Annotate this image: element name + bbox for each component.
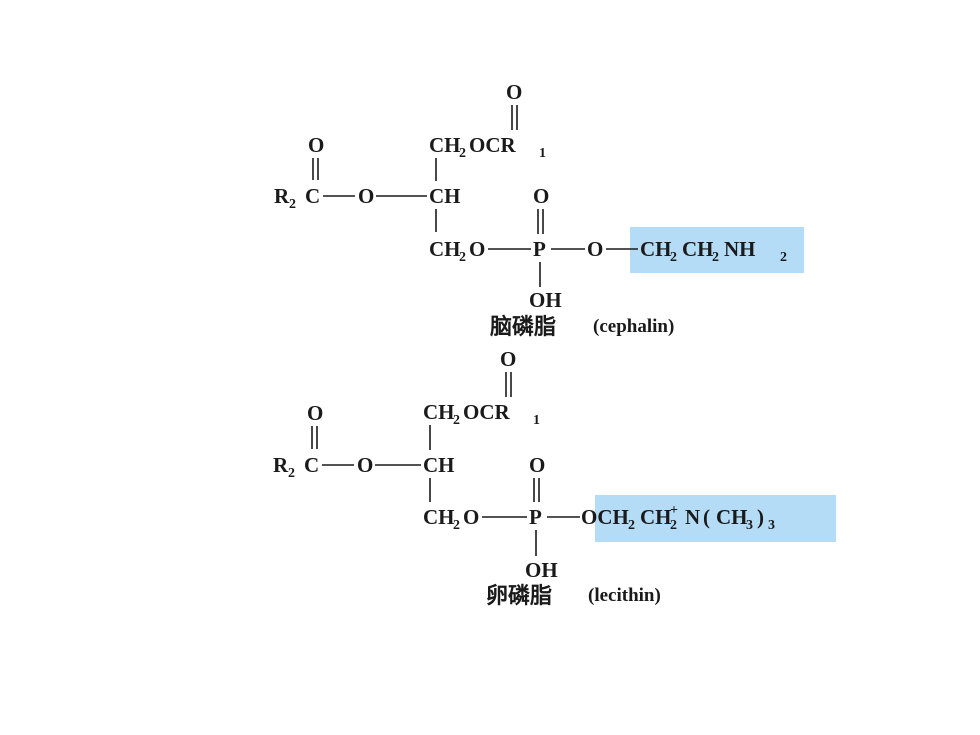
lecithin-head-ch3: CH [716, 505, 748, 529]
lecithin-c3-oxygen: O [463, 505, 479, 529]
lecithin-carbonyl-oxygen-left: O [307, 401, 323, 425]
lecithin-c1-r-subscript: 1 [533, 413, 540, 428]
cephalin-r2: R [274, 184, 290, 208]
cephalin-caption-english: (cephalin) [593, 316, 674, 337]
lecithin-c3-ch: CH [423, 505, 455, 529]
lecithin-structure: O CH 2 OCR 1 O R 2 C O CH CH 2 O O P OH … [273, 347, 836, 608]
cephalin-carbonyl-oxygen-left: O [308, 133, 324, 157]
lecithin-c1-subscript: 2 [453, 413, 460, 428]
cephalin-c2-ch: CH [429, 184, 461, 208]
lecithin-caption-chinese: 卵磷脂 [486, 583, 552, 608]
cephalin-carbonyl-oxygen-top: O [506, 80, 522, 104]
cephalin-c1-r-subscript: 1 [539, 146, 546, 161]
cephalin-c1-ch: CH [429, 133, 461, 157]
lecithin-head-sub-d: 3 [768, 518, 775, 533]
cephalin-phosphoryl-oxygen: O [533, 184, 549, 208]
cephalin-c3-subscript: 2 [459, 250, 466, 265]
lecithin-head-sub-c: 3 [746, 518, 753, 533]
lecithin-phosphorus: P [529, 505, 542, 529]
cephalin-headgroup-highlight [630, 227, 804, 273]
lecithin-carbonyl-carbon: C [304, 453, 319, 477]
lecithin-r2: R [273, 453, 289, 477]
lecithin-head-och: OCH [581, 505, 629, 529]
cephalin-c1-ocr: OCR [469, 133, 517, 157]
lecithin-c2-ch: CH [423, 453, 455, 477]
lecithin-head-paren-close: ) [757, 505, 764, 529]
lecithin-r2-subscript: 2 [288, 466, 295, 481]
cephalin-head-sub-c: 2 [780, 250, 787, 265]
cephalin-c3-oxygen: O [469, 237, 485, 261]
lecithin-c1-ch: CH [423, 400, 455, 424]
lecithin-head-ch: CH [640, 505, 672, 529]
cephalin-head-sub-b: 2 [712, 250, 719, 265]
cephalin-caption-chinese: 脑磷脂 [490, 314, 556, 339]
lecithin-caption-english: (lecithin) [588, 585, 661, 606]
lecithin-carbonyl-oxygen-top: O [500, 347, 516, 371]
lecithin-head-sub-a: 2 [628, 518, 635, 533]
lecithin-head-charge: + [670, 503, 678, 518]
cephalin-head-ch-a: CH [640, 237, 672, 261]
cephalin-c3-ch: CH [429, 237, 461, 261]
cephalin-head-ch-b: CH [682, 237, 714, 261]
lecithin-head-n: N [685, 505, 700, 529]
lecithin-ester-oxygen: O [357, 453, 373, 477]
lecithin-head-paren-open: ( [703, 505, 710, 529]
lecithin-hydroxyl: OH [525, 558, 558, 582]
lecithin-head-sub-b: 2 [670, 518, 677, 533]
cephalin-head-sub-a: 2 [670, 250, 677, 265]
lecithin-phosphoryl-oxygen: O [529, 453, 545, 477]
cephalin-hydroxyl: OH [529, 288, 562, 312]
cephalin-head-nh: NH [724, 237, 756, 261]
cephalin-structure: O CH 2 OCR 1 O R 2 C O CH CH 2 O O P OH … [274, 80, 804, 339]
lecithin-c1-ocr: OCR [463, 400, 511, 424]
cephalin-c1-subscript: 2 [459, 146, 466, 161]
lecithin-headgroup-highlight [595, 495, 836, 542]
cephalin-phosphorus: P [533, 237, 546, 261]
cephalin-link-oxygen: O [587, 237, 603, 261]
lecithin-c3-subscript: 2 [453, 518, 460, 533]
cephalin-ester-oxygen: O [358, 184, 374, 208]
cephalin-carbonyl-carbon: C [305, 184, 320, 208]
cephalin-r2-subscript: 2 [289, 197, 296, 212]
